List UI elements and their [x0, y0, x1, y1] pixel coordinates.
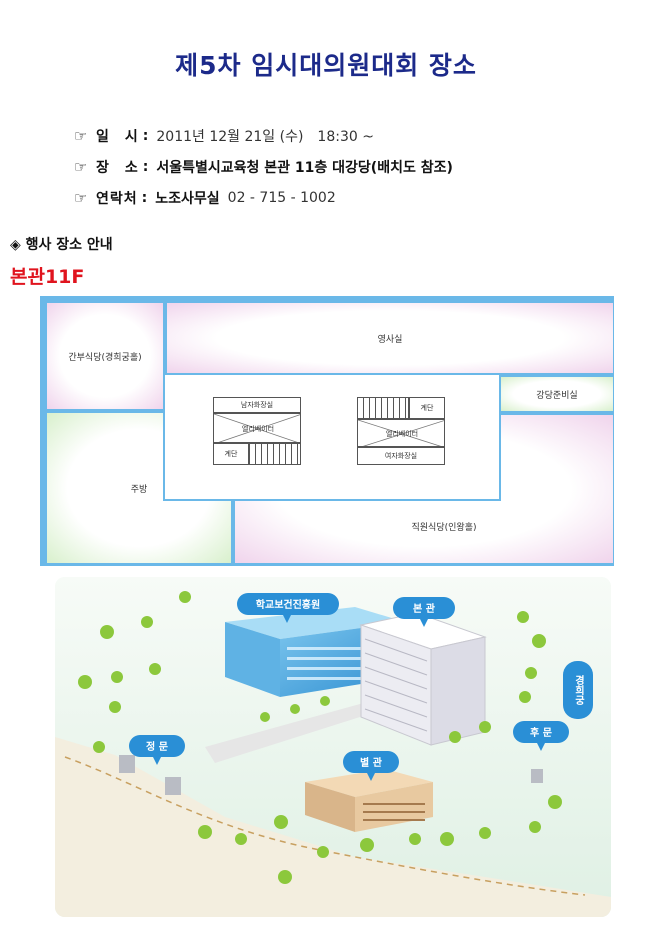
road [55, 737, 611, 917]
bubble-main-building: 본 관 [393, 597, 455, 627]
pointing-hand-icon: ☞ [74, 126, 88, 145]
info-row-date: ☞ 일 시 : 2011년 12월 21일 (수) 18:30 ~ [74, 120, 453, 151]
road-centerline [64, 756, 586, 896]
colon: : [142, 127, 149, 144]
bubble-annex: 별 관 [343, 751, 399, 781]
pointing-hand-icon: ☞ [74, 157, 88, 176]
stairs-left [249, 443, 301, 465]
elevator-right-label: 엘리베이터 [385, 430, 419, 438]
womens-restroom: 여자화장실 [357, 447, 445, 465]
elevator-cross-icon [214, 414, 300, 442]
room-staff-cafeteria-gyeonghui: 간부식당(경희궁홀) [47, 303, 163, 409]
label-annex: 별 관 [360, 756, 383, 769]
bubble-health-center: 학교보건진흥원 [237, 593, 339, 623]
page-title: 제5차 임시대의원대회 장소 [175, 51, 477, 80]
contact-label: 연락처 [96, 190, 138, 207]
date-label: 일 시 [96, 128, 139, 145]
place-value: 서울특별시교육청 본관 11층 대강당(배치도 참조) [156, 159, 453, 176]
auditorium-core: 남자화장실 엘리베이터 계단 계단 엘리베이터 여자화장실 [163, 373, 501, 501]
contact-name: 노조사무실 [155, 190, 220, 207]
info-row-place: ☞ 장 소 : 서울특별시교육청 본관 11층 대강당(배치도 참조) [74, 151, 453, 182]
place-label: 장 소 [96, 159, 139, 176]
date-value: 2011년 12월 21일 (수) 18:30 ~ [156, 128, 374, 145]
tree-group [78, 591, 562, 884]
main-building [359, 612, 487, 746]
stairs-right-label: 계단 [409, 397, 445, 419]
contact-phone: 02 - 715 - 1002 [227, 189, 336, 206]
section-heading: ◈ 행사 장소 안내 [10, 237, 113, 253]
bubble-main-gate: 정 문 [129, 735, 185, 765]
annex-building [305, 769, 433, 832]
bubble-gyeonghuigung: 경희궁 [563, 661, 593, 719]
label-main-building: 본 관 [413, 602, 436, 615]
gatehouse-front [119, 755, 135, 773]
floor-plan: 간부식당(경희궁홀) 영사실 강당준비실 주방 직원식당(인왕홀) 남자화장실 … [40, 296, 614, 566]
pointing-hand-icon: ☞ [74, 188, 88, 207]
path-slope [205, 697, 385, 763]
label-main-gate: 정 문 [146, 740, 168, 753]
room-auditorium-prep: 강당준비실 [501, 377, 613, 411]
campus-illustration: 학교보건진흥원 본 관 별 관 정 문 후 문 경희궁 [55, 577, 611, 917]
label-health-center: 학교보건진흥원 [256, 598, 320, 611]
elevator-left: 엘리베이터 [213, 413, 301, 443]
info-row-contact: ☞ 연락처 : 노조사무실 02 - 715 - 1002 [74, 182, 453, 213]
label-gyeonghuigung: 경희궁 [573, 674, 585, 706]
stairs-right [357, 397, 409, 419]
colon: : [141, 189, 148, 206]
room-screening: 영사실 [167, 303, 613, 373]
mens-restroom: 남자화장실 [213, 397, 301, 413]
elevator-cross-icon [358, 420, 444, 446]
floor-label: 본관11F [10, 266, 85, 288]
campus-map: 학교보건진흥원 본 관 별 관 정 문 후 문 경희궁 [55, 577, 611, 917]
label-back-gate: 후 문 [530, 726, 552, 739]
colon: : [142, 158, 149, 175]
event-info: ☞ 일 시 : 2011년 12월 21일 (수) 18:30 ~ ☞ 장 소 … [74, 120, 453, 213]
gatehouse-side [165, 777, 181, 795]
bubble-back-gate: 후 문 [513, 721, 569, 751]
elevator-left-label: 엘리베이터 [241, 425, 275, 433]
gatehouse-back [531, 769, 543, 783]
stairs-left-label: 계단 [213, 443, 249, 465]
elevator-right: 엘리베이터 [357, 419, 445, 447]
